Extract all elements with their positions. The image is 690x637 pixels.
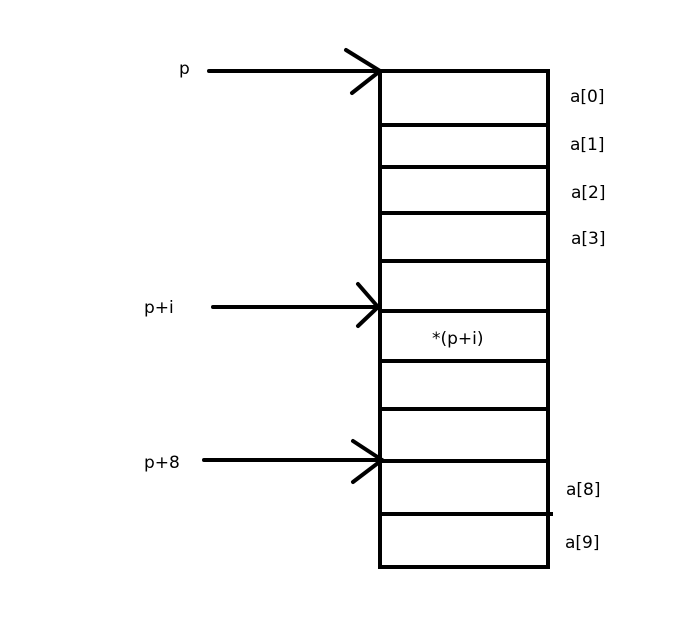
array-label-a0: a[0] [570,87,605,107]
pointer-arrow-p [207,48,382,95]
pointer-label-p-plus-i: p+i [144,298,174,318]
pointer-arrow-p-plus-8 [202,439,384,484]
pointer-arrow-p-plus-i [211,282,380,328]
array-block [378,69,553,569]
array-label-a2: a[2] [571,183,606,203]
array-label-a1: a[1] [570,135,605,155]
pointer-label-p-plus-8: p+8 [144,453,180,473]
array-outline [378,69,550,569]
pointer-label-p: p [179,59,190,79]
array-label-a9: a[9] [565,533,600,553]
array-label-a3: a[3] [571,229,606,249]
cell-deref-label: *(p+i) [432,329,484,349]
array-label-a8: a[8] [566,480,601,500]
